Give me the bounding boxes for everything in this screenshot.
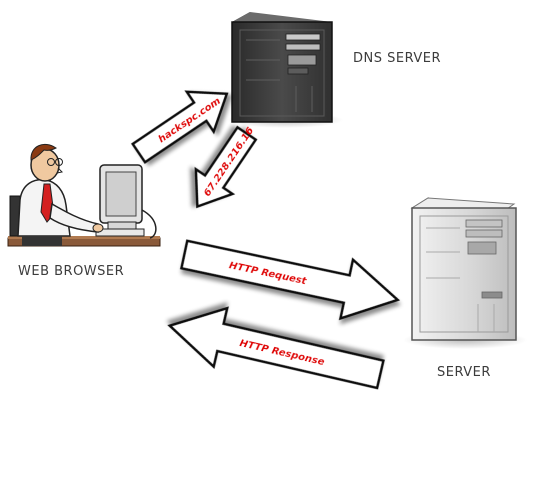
dns-server-icon xyxy=(227,12,343,128)
dns-server-label: DNS SERVER xyxy=(353,51,441,66)
dns-reply-label: 67.228.216.16 xyxy=(202,125,256,198)
http-response-arrow: HTTP Response xyxy=(167,306,385,390)
server-icon xyxy=(403,197,527,349)
web-browser-label: WEB BROWSER xyxy=(18,264,124,279)
http-request-arrow: HTTP Request xyxy=(179,239,401,321)
server-label: SERVER xyxy=(437,365,491,380)
web-browser-user-icon xyxy=(7,144,161,247)
